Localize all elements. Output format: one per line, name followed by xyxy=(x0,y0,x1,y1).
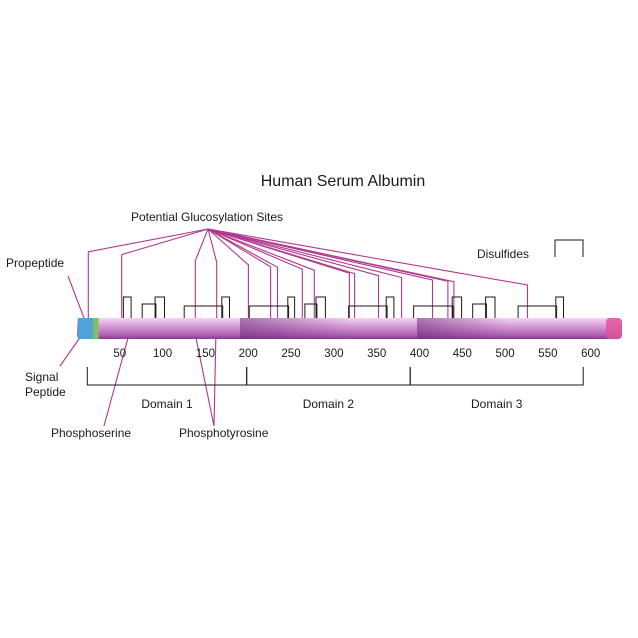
disulfide-bond xyxy=(472,303,487,318)
domain-bracket xyxy=(86,367,248,386)
axis-tick-label: 400 xyxy=(410,348,429,360)
disulfide-bond xyxy=(315,296,326,318)
glycosylation-line xyxy=(207,228,455,318)
signal-peptide-label-1: Signal xyxy=(25,370,58,384)
disulfide-bond xyxy=(385,296,395,318)
glycosylation-line xyxy=(87,228,209,318)
disulfide-bond xyxy=(248,305,290,318)
disulfide-legend xyxy=(554,239,584,257)
domain-brackets: Domain 1 Domain 2 Domain 3 xyxy=(86,367,584,411)
diagram-title: Human Serum Albumin xyxy=(261,173,426,190)
signal-peptide-segment xyxy=(77,318,94,339)
glycosylation-line xyxy=(207,228,315,318)
disulfide-bond xyxy=(287,296,296,318)
domain-label: Domain 2 xyxy=(303,397,355,411)
signal-peptide-label-2: Peptide xyxy=(25,385,66,399)
glycosylation-lines xyxy=(87,228,529,318)
domain-label: Domain 3 xyxy=(471,397,523,411)
glycosylation-line xyxy=(207,228,434,318)
propeptide-pointer xyxy=(67,275,85,319)
disulfide-bond xyxy=(141,303,157,318)
domain-bracket xyxy=(409,367,584,386)
axis-ticks: 50 100 150 200 250 300 350 400 450 500 550 600 xyxy=(113,348,600,360)
glycosylation-line xyxy=(207,228,356,318)
disulfide-bond xyxy=(555,296,564,318)
c-terminal-segment xyxy=(606,318,622,339)
glycosylation-line xyxy=(121,228,209,318)
glycosylation-line xyxy=(207,228,249,318)
axis-tick-label: 200 xyxy=(239,348,258,360)
disulfide-bond xyxy=(485,296,496,318)
disulfide-bond xyxy=(517,305,558,318)
disulfide-bond xyxy=(122,296,132,318)
axis-tick-label: 450 xyxy=(453,348,472,360)
disulfide-bond xyxy=(183,305,224,318)
protein-chain xyxy=(77,318,622,339)
axis-tick-label: 150 xyxy=(196,348,215,360)
axis-tick-label: 50 xyxy=(113,348,126,360)
domain2-shading xyxy=(240,318,350,339)
phosphotyrosine-label: Phosphotyrosine xyxy=(179,426,269,440)
disulfide-bond xyxy=(413,305,454,318)
glycosylation-line xyxy=(207,228,403,318)
glycosylation-label: Potential Glucosylation Sites xyxy=(131,210,283,224)
glycosylation-line xyxy=(207,228,218,318)
axis-tick-label: 600 xyxy=(581,348,600,360)
axis-tick-label: 250 xyxy=(281,348,300,360)
signal-peptide-pointer xyxy=(59,338,80,367)
axis-tick-label: 350 xyxy=(367,348,386,360)
phosphoserine-pointer xyxy=(103,338,129,427)
domain-label: Domain 1 xyxy=(141,397,193,411)
domain-bracket xyxy=(246,367,411,386)
glycosylation-line xyxy=(207,228,279,318)
glycosylation-line xyxy=(194,228,209,318)
domain3-shading xyxy=(417,318,507,339)
disulfide-bond xyxy=(221,296,230,318)
propeptide-label: Propeptide xyxy=(6,256,64,270)
glycosylation-line xyxy=(207,228,303,318)
disulfide-bond xyxy=(304,303,318,318)
axis-tick-label: 550 xyxy=(538,348,557,360)
phosphotyrosine-pointer xyxy=(195,338,215,427)
axis-tick-label: 500 xyxy=(496,348,515,360)
axis-tick-label: 300 xyxy=(324,348,343,360)
glycosylation-line xyxy=(207,228,380,318)
glycosylation-line xyxy=(207,228,529,318)
disulfide-bond xyxy=(348,305,388,318)
propeptide-segment xyxy=(93,318,99,339)
axis-tick-label: 100 xyxy=(153,348,172,360)
disulfide-bond xyxy=(154,296,165,318)
glycosylation-line xyxy=(207,228,272,318)
phosphotyrosine-pointer xyxy=(213,338,217,427)
disulfide-bonds xyxy=(122,296,564,318)
glycosylation-line xyxy=(207,228,449,318)
phosphoserine-label: Phosphoserine xyxy=(51,426,131,440)
disulfide-bond xyxy=(451,296,463,318)
ptm-pointers xyxy=(103,338,217,427)
disulfides-label: Disulfides xyxy=(477,247,529,261)
